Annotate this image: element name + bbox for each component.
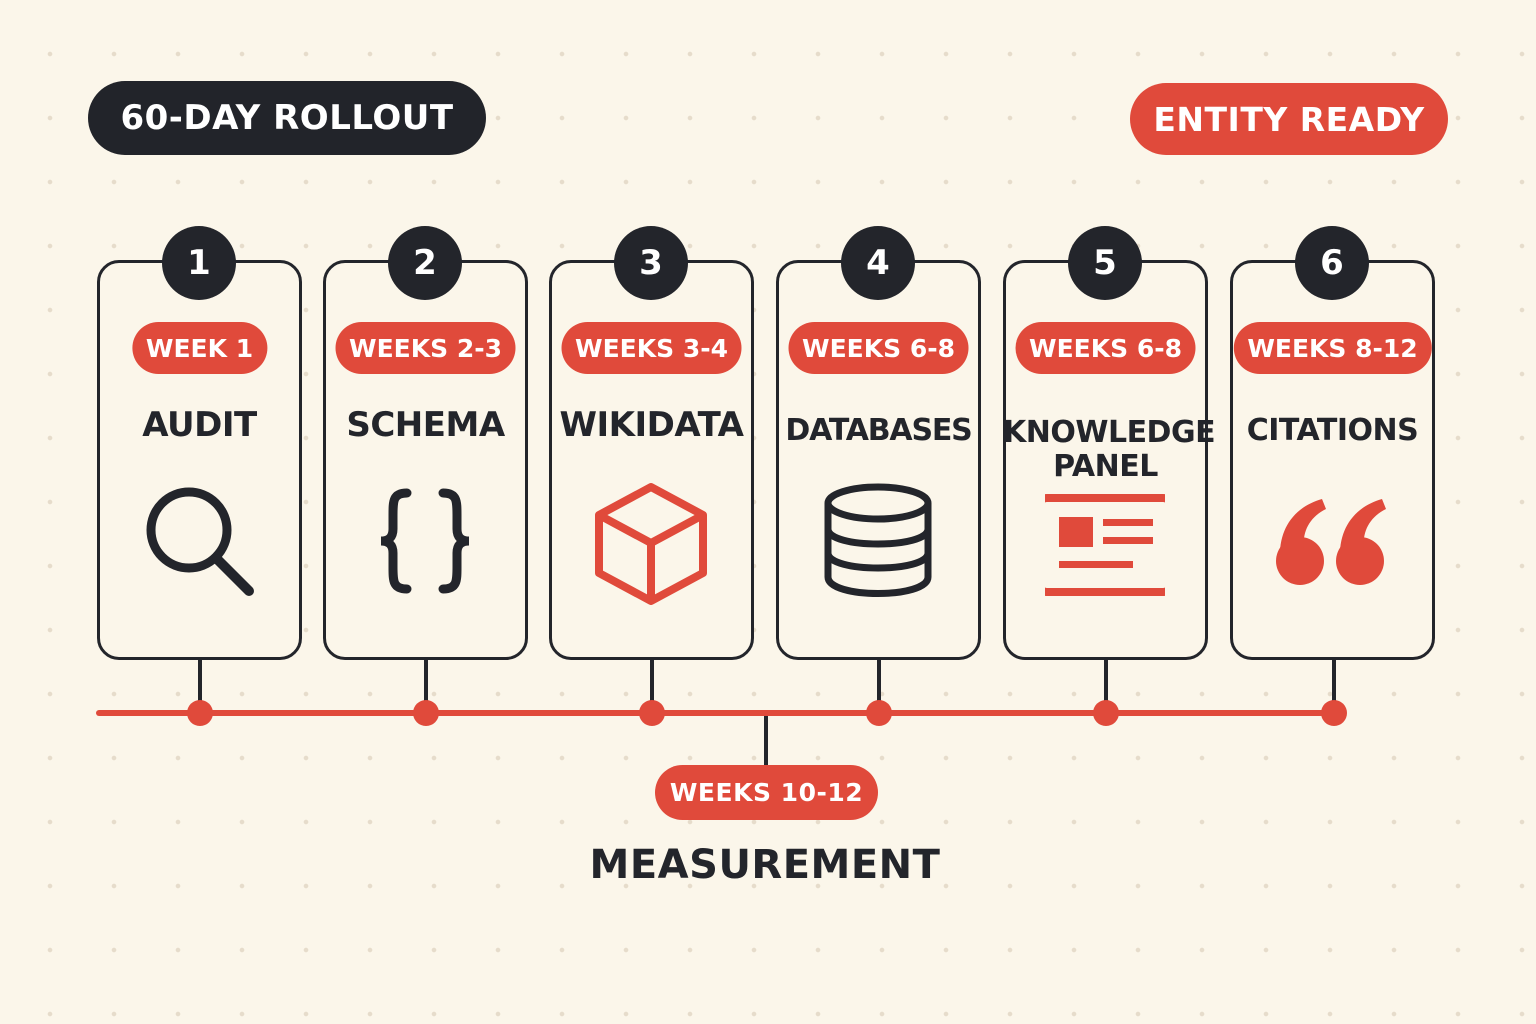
step-number-badge: 2 xyxy=(388,226,462,300)
step-card-audit: 1 WEEK 1 AUDIT xyxy=(97,226,302,660)
timeline-node xyxy=(1093,700,1119,726)
step-title: DATABASES xyxy=(785,413,972,448)
step-number-badge: 3 xyxy=(614,226,688,300)
step-card-schema: 2 WEEKS 2-3 SCHEMA xyxy=(323,226,528,660)
step-card-databases: 4 WEEKS 6-8 DATABASES xyxy=(776,226,981,660)
step-title: CITATIONS xyxy=(1246,413,1419,448)
step-title: WIKIDATA xyxy=(559,405,744,445)
connector-stem xyxy=(650,660,654,710)
curly-braces-icon xyxy=(365,475,485,605)
quote-icon xyxy=(1272,475,1392,605)
step-title-line: KNOWLEDGE xyxy=(1003,415,1216,450)
connector-stem xyxy=(1332,660,1336,710)
step-weeks-pill: WEEKS 3-4 xyxy=(561,322,742,374)
step-card-knowledge-panel: 5 WEEKS 6-8 KNOWLEDGE PANEL xyxy=(1003,226,1216,660)
connector-stem xyxy=(877,660,881,710)
measurement-stem xyxy=(764,716,768,766)
connector-stem xyxy=(424,660,428,710)
measurement-title: MEASUREMENT xyxy=(589,842,941,888)
connector-stem xyxy=(198,660,202,710)
timeline-node xyxy=(639,700,665,726)
step-weeks-pill: WEEKS 6-8 xyxy=(1015,322,1196,374)
step-card-wikidata: 3 WEEKS 3-4 WIKIDATA xyxy=(549,226,754,660)
timeline-node xyxy=(866,700,892,726)
rollout-badge: 60-DAY ROLLOUT xyxy=(88,81,486,155)
step-weeks-pill: WEEKS 6-8 xyxy=(788,322,969,374)
measurement-weeks-pill: WEEKS 10-12 xyxy=(655,765,878,820)
timeline-line xyxy=(96,710,1346,716)
timeline-node xyxy=(187,700,213,726)
step-title-line: PANEL xyxy=(1053,449,1158,484)
step-title: SCHEMA xyxy=(346,405,505,445)
knowledge-panel-icon xyxy=(1035,475,1175,605)
step-number-badge: 5 xyxy=(1068,226,1142,300)
timeline-node xyxy=(413,700,439,726)
step-weeks-pill: WEEK 1 xyxy=(131,322,268,374)
step-weeks-pill: WEEKS 8-12 xyxy=(1233,322,1432,374)
connector-stem xyxy=(1104,660,1108,710)
entity-ready-badge: ENTITY READY xyxy=(1130,83,1448,155)
magnifier-icon xyxy=(139,475,259,605)
step-title: AUDIT xyxy=(142,405,257,445)
step-card-citations: 6 WEEKS 8-12 CITATIONS xyxy=(1230,226,1435,660)
database-icon xyxy=(818,475,938,605)
cube-icon xyxy=(591,475,711,605)
step-number-badge: 1 xyxy=(162,226,236,300)
step-number-badge: 6 xyxy=(1295,226,1369,300)
step-number-badge: 4 xyxy=(841,226,915,300)
step-weeks-pill: WEEKS 2-3 xyxy=(335,322,516,374)
step-title: KNOWLEDGE PANEL xyxy=(1003,415,1216,484)
timeline-node xyxy=(1321,700,1347,726)
